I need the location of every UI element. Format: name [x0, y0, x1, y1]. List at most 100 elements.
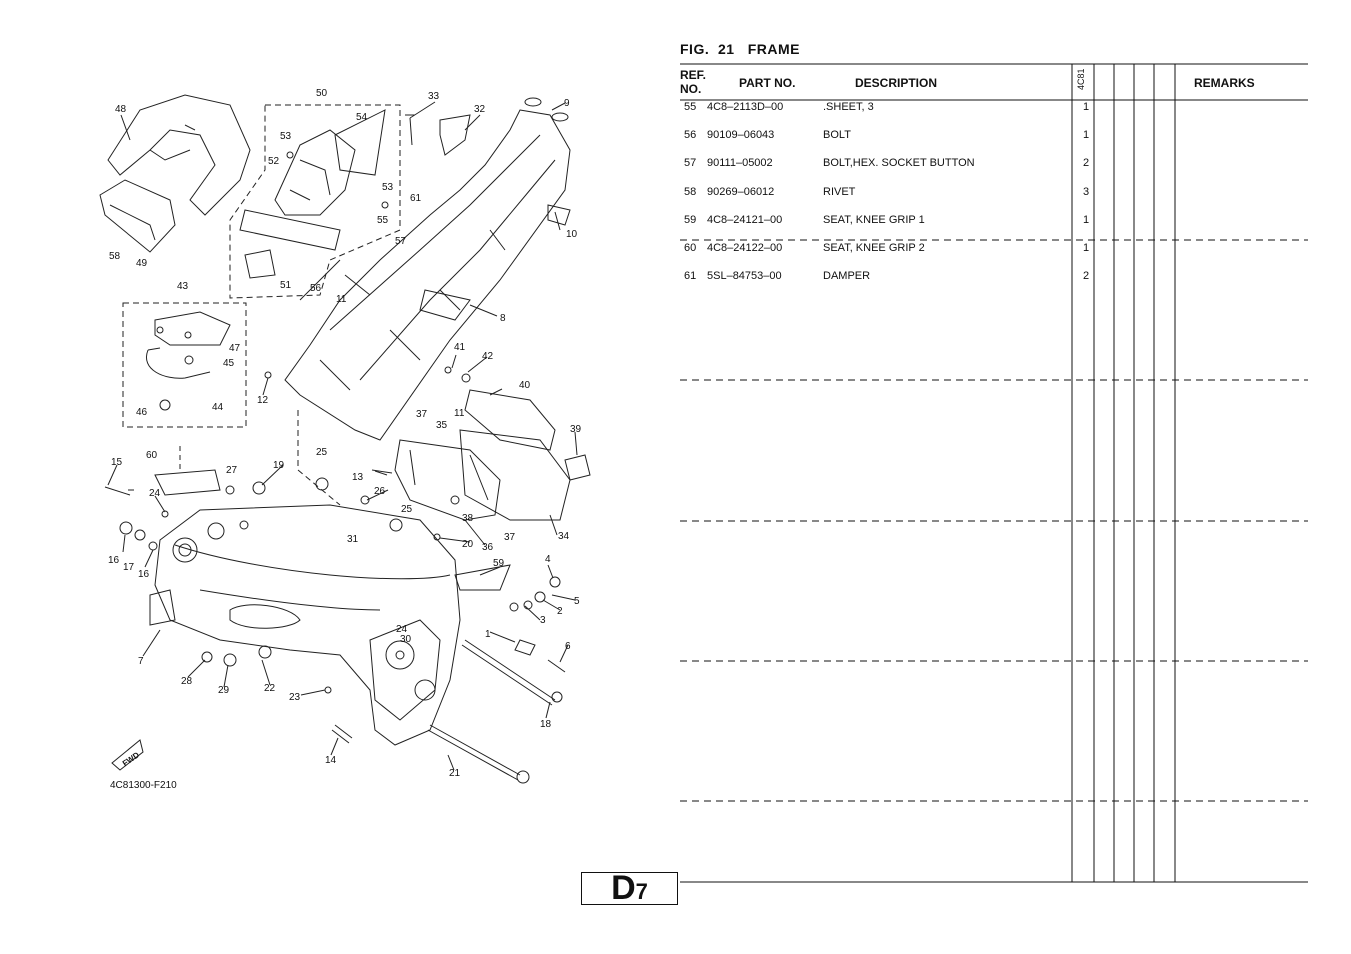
row-qty: 1 — [1082, 242, 1090, 254]
callout-49: 49 — [136, 258, 148, 269]
page-number-badge: D7 — [581, 869, 678, 907]
callout-2: 2 — [557, 606, 563, 617]
callout-17: 17 — [123, 562, 135, 573]
callout-24a: 24 — [149, 488, 161, 499]
callout-45: 45 — [223, 358, 235, 369]
page-number: 7 — [635, 879, 648, 904]
callout-20: 20 — [462, 539, 474, 550]
callout-3: 3 — [540, 615, 546, 626]
callout-25a: 25 — [316, 447, 328, 458]
callout-42: 42 — [482, 351, 494, 362]
callout-10: 10 — [566, 229, 578, 240]
row-part-no: 5SL–84753–00 — [707, 270, 782, 282]
callout-54: 54 — [356, 112, 368, 123]
callout-26: 26 — [374, 486, 386, 497]
callout-28: 28 — [181, 676, 193, 687]
callout-37b: 37 — [504, 532, 516, 543]
callout-11a: 11 — [336, 294, 347, 305]
row-part-no: 4C8–24122–00 — [707, 242, 783, 254]
callout-29: 29 — [218, 685, 230, 696]
row-description: BOLT,HEX. SOCKET BUTTON — [823, 157, 975, 169]
row-description: SEAT, KNEE GRIP 1 — [823, 214, 925, 226]
callout-41: 41 — [454, 342, 466, 353]
callout-59: 59 — [493, 558, 505, 569]
callout-19: 19 — [273, 460, 285, 471]
row-part-no: 4C8–24121–00 — [707, 214, 783, 226]
page-letter: D — [611, 869, 636, 907]
callout-57: 57 — [395, 236, 407, 247]
callout-labels: 48 50 33 32 9 54 53 52 53 55 61 10 57 58… — [108, 88, 582, 779]
callout-55: 55 — [377, 215, 389, 226]
callout-32: 32 — [474, 104, 486, 115]
callout-35: 35 — [436, 420, 448, 431]
row-qty: 1 — [1082, 101, 1090, 113]
row-part-no: 90269–06012 — [707, 186, 775, 198]
callout-21: 21 — [449, 768, 461, 779]
callout-16a: 16 — [108, 555, 120, 566]
callout-34: 34 — [558, 531, 570, 542]
callout-43: 43 — [177, 281, 189, 292]
header-remarks: REMARKS — [1194, 76, 1255, 90]
row-ref: 58 — [684, 186, 697, 198]
callout-7: 7 — [138, 656, 144, 667]
figure-title: FIG. 21 FRAME — [680, 41, 801, 57]
row-qty: 2 — [1082, 270, 1090, 282]
row-description: .SHEET, 3 — [823, 101, 874, 113]
callout-9: 9 — [564, 98, 570, 109]
callout-15: 15 — [111, 457, 123, 468]
callout-37a: 37 — [416, 409, 428, 420]
callout-24b: 24 — [396, 624, 408, 635]
callout-53b: 53 — [382, 182, 394, 193]
callout-11b: 11 — [454, 408, 465, 419]
row-qty: 1 — [1082, 129, 1090, 141]
callout-44: 44 — [212, 402, 224, 413]
callout-39: 39 — [570, 424, 582, 435]
row-ref: 56 — [684, 129, 697, 141]
frame-exploded-diagram: 48 50 33 32 9 54 53 52 53 55 61 10 57 58… — [99, 88, 591, 784]
row-ref: 57 — [684, 157, 697, 169]
callout-52: 52 — [268, 156, 280, 167]
callout-1: 1 — [485, 629, 491, 640]
header-description: DESCRIPTION — [855, 76, 938, 90]
callout-50: 50 — [316, 88, 328, 99]
callout-51: 51 — [280, 280, 292, 291]
row-part-no: 4C8–2113D–00 — [707, 101, 784, 113]
header-part-no: PART NO. — [739, 76, 796, 90]
callout-23: 23 — [289, 692, 301, 703]
callout-56: 56 — [310, 283, 322, 294]
callout-58: 58 — [109, 251, 121, 262]
callout-48: 48 — [115, 104, 127, 115]
row-description: DAMPER — [823, 270, 871, 282]
callout-47: 47 — [229, 343, 241, 354]
header-ref-no: REF. NO. — [680, 68, 707, 96]
callout-25b: 25 — [401, 504, 413, 515]
callout-8: 8 — [500, 313, 506, 324]
callout-30: 30 — [400, 634, 412, 645]
callout-27: 27 — [226, 465, 238, 476]
callout-16b: 16 — [138, 569, 150, 580]
row-ref: 55 — [684, 101, 697, 113]
row-description: SEAT, KNEE GRIP 2 — [823, 242, 925, 254]
header-model-code: 4C81 — [1076, 68, 1086, 90]
callout-36: 36 — [482, 542, 494, 553]
callout-46: 46 — [136, 407, 148, 418]
row-ref: 61 — [684, 270, 697, 282]
callout-61: 61 — [410, 193, 422, 204]
row-description: BOLT — [823, 129, 851, 141]
callout-14: 14 — [325, 755, 337, 766]
callout-6: 6 — [565, 641, 571, 652]
callout-4: 4 — [545, 554, 551, 565]
callout-33: 33 — [428, 91, 440, 102]
row-qty: 1 — [1082, 214, 1090, 226]
row-part-no: 90109–06043 — [707, 129, 775, 141]
row-ref: 60 — [684, 242, 697, 254]
row-part-no: 90111–05002 — [707, 157, 773, 169]
row-description: RIVET — [823, 186, 856, 198]
callout-12: 12 — [257, 395, 269, 406]
callout-53a: 53 — [280, 131, 292, 142]
diagram-part-code: 4C81300-F210 — [110, 780, 177, 791]
callout-22: 22 — [264, 683, 276, 694]
callout-40: 40 — [519, 380, 531, 391]
callout-60: 60 — [146, 450, 158, 461]
